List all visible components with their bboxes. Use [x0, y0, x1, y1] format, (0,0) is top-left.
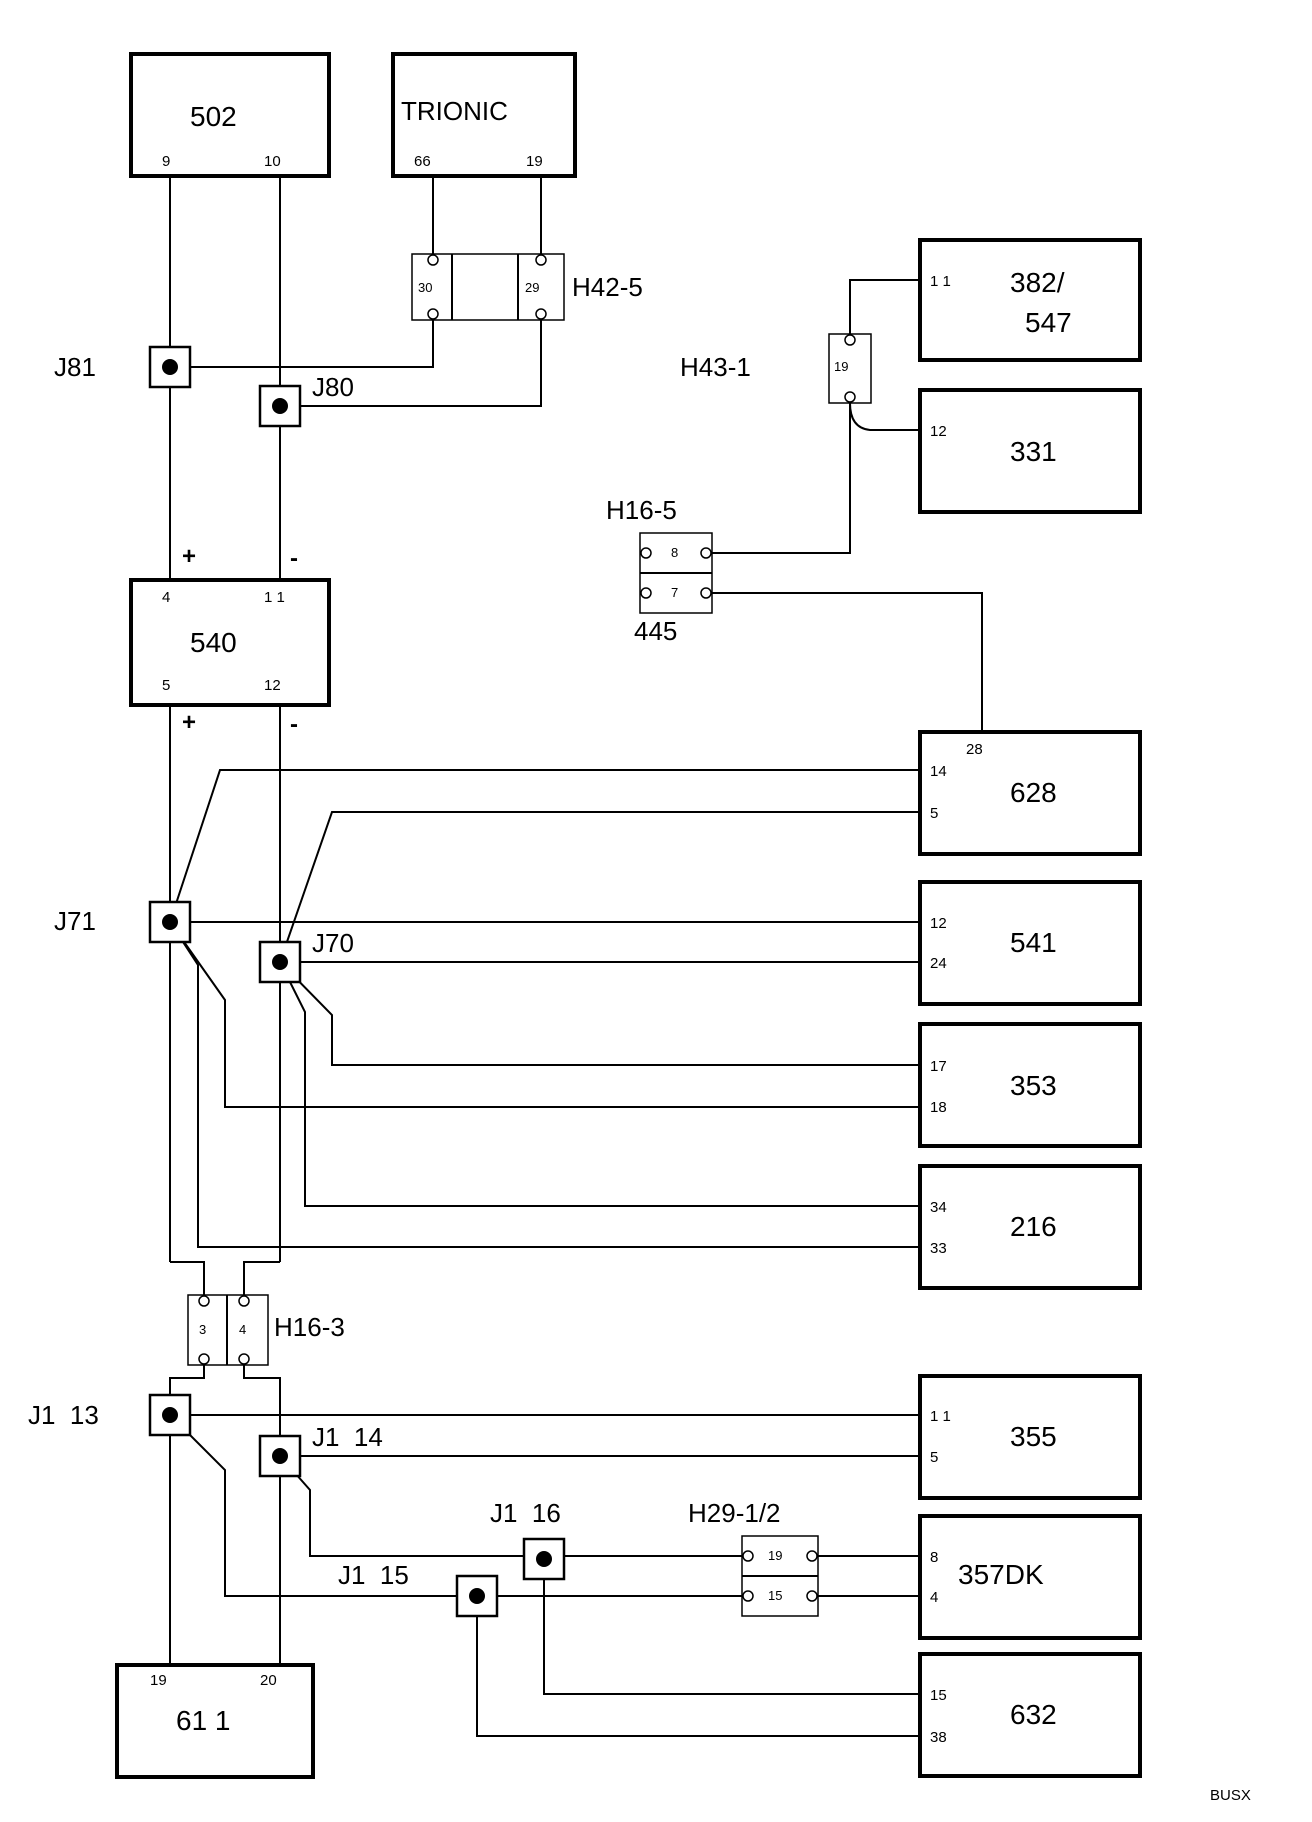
module-355-label: 355 [1010, 1421, 1057, 1452]
connector-h16-3-pin: 3 [199, 1322, 206, 1337]
module-502-pin: 9 [162, 153, 170, 170]
module-540-pin: 5 [162, 677, 170, 694]
module-541-label: 541 [1010, 927, 1057, 958]
module-357dk: 357DK 8 4 [918, 1514, 1142, 1640]
module-540-label: 540 [190, 627, 237, 658]
minus-sign: - [290, 545, 298, 572]
plus-sign: + [182, 709, 196, 736]
connector-h43-1-label: H43-1 [680, 352, 751, 382]
wires [169, 172, 983, 1737]
junction-j1-13-label: J1 13 [28, 1400, 99, 1430]
module-216-label: 216 [1010, 1211, 1057, 1242]
module-331-pin: 12 [930, 423, 947, 440]
connector-h29-pin: 19 [768, 1548, 782, 1563]
connector-h43-1: 19 H43-1 [680, 333, 872, 404]
module-357dk-label: 357DK [958, 1559, 1044, 1590]
module-357dk-pin: 4 [930, 1589, 938, 1606]
module-382-label-line2: 547 [1025, 307, 1072, 338]
module-632-pin: 38 [930, 1729, 947, 1746]
module-382-pin: 1 1 [930, 273, 951, 290]
module-540-pin: 4 [162, 589, 170, 606]
connector-h16-5-pin: 8 [671, 545, 678, 560]
module-541-pin: 12 [930, 915, 947, 932]
connector-h29-1-2: 19 15 H29-1/2 [688, 1498, 819, 1617]
connector-h42-5-pin: 29 [525, 280, 539, 295]
module-61-1: 61 1 19 20 [115, 1663, 315, 1779]
junction-j70-label: J70 [312, 928, 354, 958]
module-540: 540 4 1 1 5 12 [129, 578, 331, 707]
module-trionic-pin: 19 [526, 153, 543, 170]
connector-h16-5-label: H16-5 [606, 495, 677, 525]
junction-j1-15: J1 15 [338, 1560, 499, 1618]
junction-j71-label: J71 [54, 906, 96, 936]
connector-h29-pin: 15 [768, 1588, 782, 1603]
diagram-code: BUSX [1210, 1787, 1251, 1804]
connector-h42-5: 30 29 H42-5 [411, 253, 643, 321]
module-357dk-pin: 8 [930, 1549, 938, 1566]
module-540-pin: 1 1 [264, 589, 285, 606]
module-61-1-pin: 19 [150, 1672, 167, 1689]
minus-sign: - [290, 711, 298, 738]
connector-h43-1-pin: 19 [834, 359, 848, 374]
module-382-label-line1: 382/ [1010, 267, 1065, 298]
module-541-pin: 24 [930, 955, 947, 972]
junction-j81-label: J81 [54, 352, 96, 382]
junction-j80: J80 [258, 372, 354, 428]
plus-sign: + [182, 543, 196, 570]
connector-h42-5-label: H42-5 [572, 272, 643, 302]
module-632-pin: 15 [930, 1687, 947, 1704]
module-628-pin: 5 [930, 805, 938, 822]
module-355-pin: 1 1 [930, 1408, 951, 1425]
junction-j71: J71 [54, 900, 192, 944]
module-502-pin: 10 [264, 153, 281, 170]
junction-j1-15-label: J1 15 [338, 1560, 409, 1590]
module-541: 541 12 24 [918, 880, 1142, 1006]
module-628-label: 628 [1010, 777, 1057, 808]
junction-j1-13: J1 13 [28, 1393, 192, 1437]
module-540-pin: 12 [264, 677, 281, 694]
module-632: 632 15 38 [918, 1652, 1142, 1778]
module-61-1-pin: 20 [260, 1672, 277, 1689]
module-trionic-label: TRIONIC [401, 96, 508, 126]
junction-j81: J81 [54, 345, 192, 389]
module-355-pin: 5 [930, 1449, 938, 1466]
junction-j80-label: J80 [312, 372, 354, 402]
module-353-pin: 17 [930, 1058, 947, 1075]
module-trionic: TRIONIC 66 19 [391, 52, 577, 178]
module-331: 331 12 [918, 388, 1142, 514]
junction-j1-14: J1 14 [258, 1422, 383, 1478]
module-353: 353 17 18 [918, 1022, 1142, 1148]
module-628-pin: 14 [930, 763, 947, 780]
module-216-pin: 34 [930, 1199, 947, 1216]
connector-h16-3: 3 4 H16-3 [187, 1294, 345, 1366]
junction-j70: J70 [258, 928, 354, 984]
module-632-label: 632 [1010, 1699, 1057, 1730]
module-331-label: 331 [1010, 436, 1057, 467]
connector-h16-5-pin: 7 [671, 585, 678, 600]
module-353-pin: 18 [930, 1099, 947, 1116]
module-355: 355 1 1 5 [918, 1374, 1142, 1500]
junction-j1-14-label: J1 14 [312, 1422, 383, 1452]
module-353-label: 353 [1010, 1070, 1057, 1101]
module-628-pin: 28 [966, 741, 983, 758]
connector-h16-5: 8 7 H16-5 445 [606, 495, 713, 646]
module-502: 502 9 10 [129, 52, 331, 178]
module-61-1-label: 61 1 [176, 1705, 231, 1736]
module-628: 628 28 14 5 [918, 730, 1142, 856]
module-502-label: 502 [190, 101, 237, 132]
connector-h42-5-pin: 30 [418, 280, 432, 295]
module-382-547: 382/ 547 1 1 [918, 238, 1142, 362]
junction-j1-16-label: J1 16 [490, 1498, 561, 1528]
connector-h16-3-pin: 4 [239, 1322, 246, 1337]
junction-j1-16: J1 16 [490, 1498, 566, 1581]
connector-h16-5-sublabel: 445 [634, 616, 677, 646]
module-trionic-pin: 66 [414, 153, 431, 170]
module-216: 216 34 33 [918, 1164, 1142, 1290]
module-216-pin: 33 [930, 1240, 947, 1257]
connector-h29-label: H29-1/2 [688, 1498, 781, 1528]
connector-h16-3-label: H16-3 [274, 1312, 345, 1342]
